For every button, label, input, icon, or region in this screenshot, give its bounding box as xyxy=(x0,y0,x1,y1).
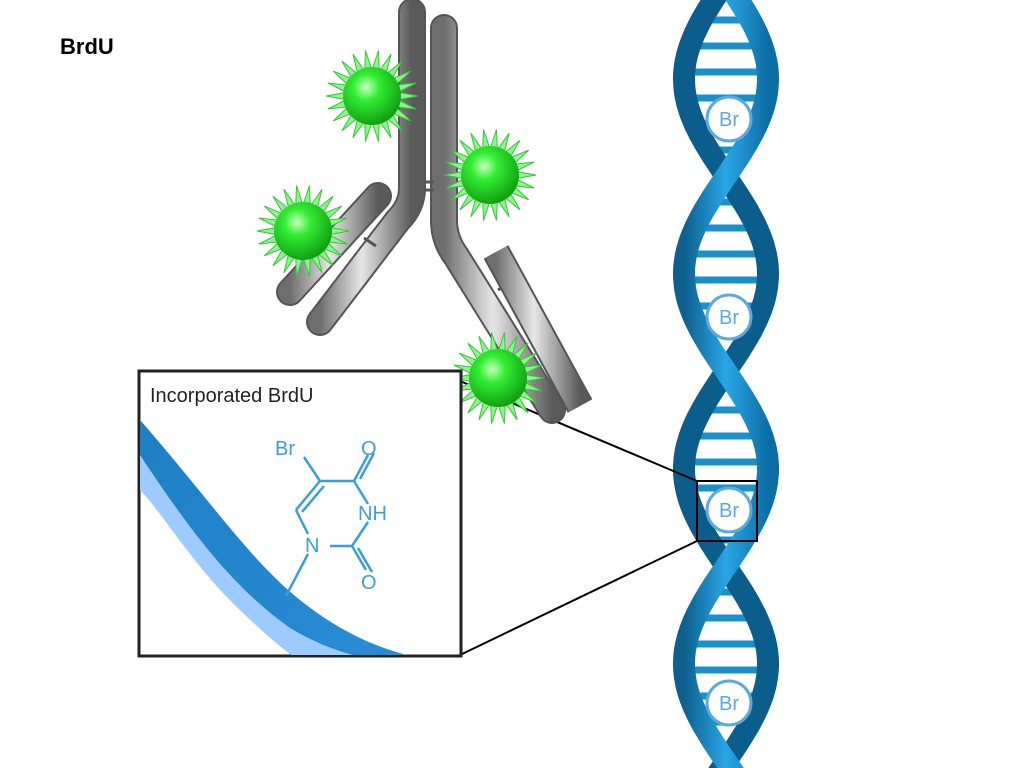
br-marker-label: Br xyxy=(719,500,739,522)
inset-heading: Incorporated BrdU xyxy=(150,385,313,407)
fluorophore-icon xyxy=(325,50,419,142)
br-marker-label: Br xyxy=(719,307,739,329)
page-title: BrdU xyxy=(60,34,114,59)
dna-backbone-strand-back xyxy=(672,0,780,768)
br-marker-circle xyxy=(705,293,753,341)
fluorophore-labels xyxy=(256,50,545,424)
antibody xyxy=(276,0,593,424)
nitrogen-label: N xyxy=(305,535,319,557)
fluorophore-icon xyxy=(256,185,350,277)
br-marker: Br xyxy=(705,486,753,534)
dna-backbone-strand-front xyxy=(672,0,780,768)
brdu-molecule-labels: Br O NH N O xyxy=(275,438,387,594)
brdu-molecule xyxy=(284,452,376,597)
br-marker-label: Br xyxy=(719,693,739,715)
amine-label: NH xyxy=(358,503,387,525)
oxygen-label-bottom: O xyxy=(361,572,377,594)
bromine-label: Br xyxy=(275,438,295,460)
fluorophore-icon xyxy=(443,129,537,221)
zoom-highlight-box xyxy=(696,480,758,542)
inset-panel: Incorporated BrdU Br O NH N O xyxy=(137,369,463,658)
br-marker-circle xyxy=(705,486,753,534)
br-marker: Br xyxy=(705,293,753,341)
inset-dna-ribbon xyxy=(140,420,408,655)
br-marker: Br xyxy=(705,679,753,727)
oxygen-label-top: O xyxy=(361,438,377,460)
br-marker-label: Br xyxy=(719,109,739,131)
br-marker-circle xyxy=(705,95,753,143)
br-marker-circle xyxy=(705,679,753,727)
br-marker: Br xyxy=(705,95,753,143)
